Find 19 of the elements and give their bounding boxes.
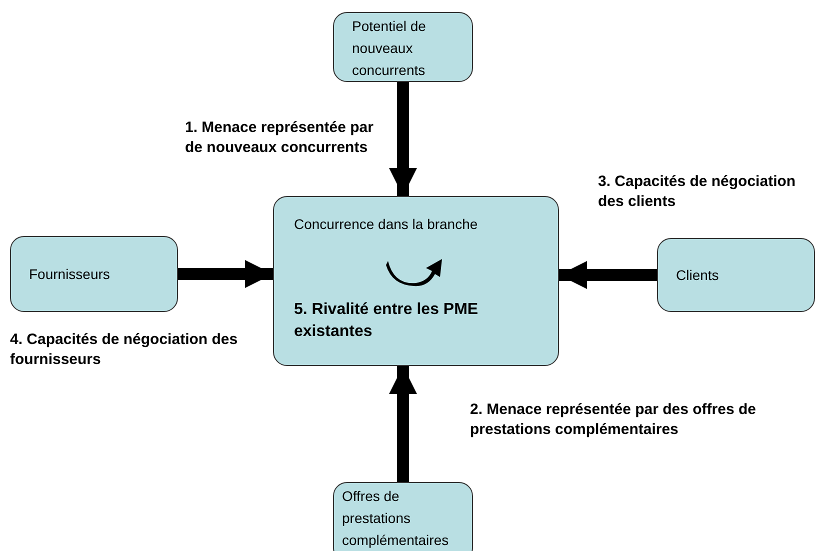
node-label: Offres de prestations complémentaires — [342, 487, 450, 550]
process-box — [10, 236, 178, 312]
node-label: Potentiel de nouveaux concurrents — [352, 17, 427, 80]
process-box — [273, 196, 559, 366]
edge-label: 2. Menace représentée par des offres de prestations complémentaires — [470, 400, 757, 440]
node-label: Fournisseurs — [29, 265, 111, 284]
force-label: 5. Rivalité entre les PME existantes — [294, 300, 480, 342]
process-box — [657, 238, 815, 312]
arrow — [389, 366, 417, 482]
arrow — [559, 261, 657, 289]
node-label: Clients — [676, 266, 720, 285]
process-box — [333, 12, 473, 82]
process-box — [333, 482, 473, 551]
edge-label: 1. Menace représentée par de nouveaux concurrents — [185, 118, 374, 158]
edge-label: 3. Capacités de négociation des clients — [598, 172, 797, 212]
arrow — [178, 260, 273, 288]
node-label: Concurrence dans la branche — [294, 215, 479, 234]
edge-label: 4. Capacités de négociation des fournisseurs — [10, 330, 239, 370]
arrow — [389, 82, 417, 196]
